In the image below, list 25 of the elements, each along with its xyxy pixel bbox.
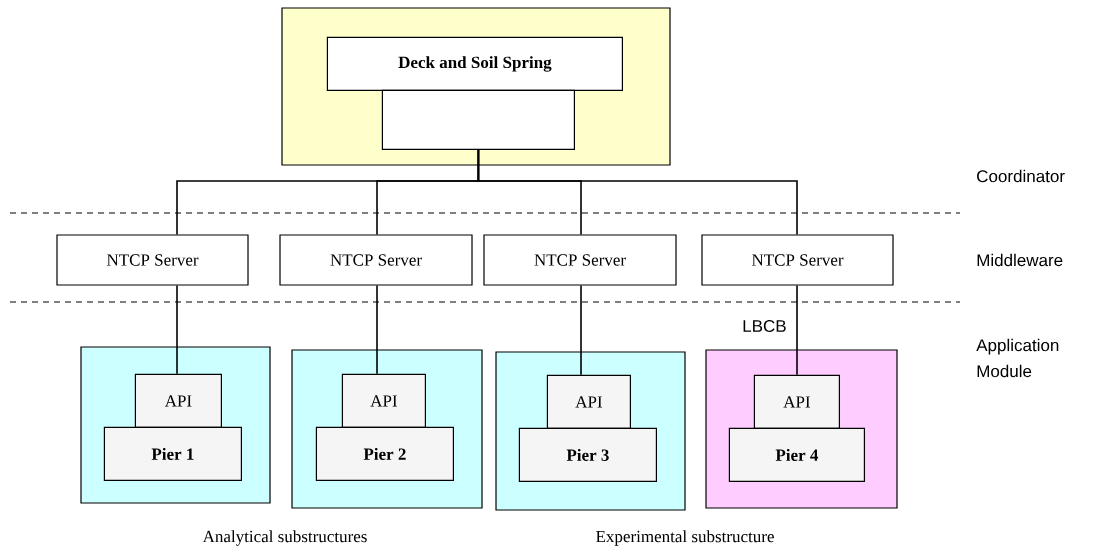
connector-line bbox=[477, 149, 798, 236]
node-caption: LBCB bbox=[743, 320, 786, 333]
pier-box: Pier 1 bbox=[103, 426, 242, 481]
connector-line bbox=[176, 284, 178, 375]
connector-line bbox=[376, 284, 378, 375]
coordinator-box bbox=[381, 89, 575, 150]
server-box: NTCP Server bbox=[56, 234, 249, 286]
connector-line bbox=[796, 284, 798, 376]
api-box: API bbox=[134, 373, 222, 428]
side-label: Analytical substructures bbox=[202, 530, 367, 546]
api-box: API bbox=[546, 374, 631, 429]
server-box: NTCP Server bbox=[701, 234, 894, 286]
connector-line bbox=[580, 284, 582, 376]
server-box: NTCP Server bbox=[483, 234, 677, 286]
module-box: Deck and Soil Spring bbox=[326, 36, 623, 91]
api-box: API bbox=[753, 374, 840, 429]
side-label: Experimental substructure bbox=[596, 530, 774, 546]
pier-box: Pier 4 bbox=[728, 427, 865, 482]
side-label: Application Module bbox=[976, 338, 1059, 378]
pier-box: Pier 2 bbox=[315, 426, 454, 481]
server-box: NTCP Server bbox=[279, 234, 473, 286]
side-label: Coordinator bbox=[977, 169, 1065, 183]
api-box: API bbox=[341, 373, 426, 428]
side-label: Middleware bbox=[977, 253, 1063, 267]
pier-box: Pier 3 bbox=[518, 427, 657, 482]
